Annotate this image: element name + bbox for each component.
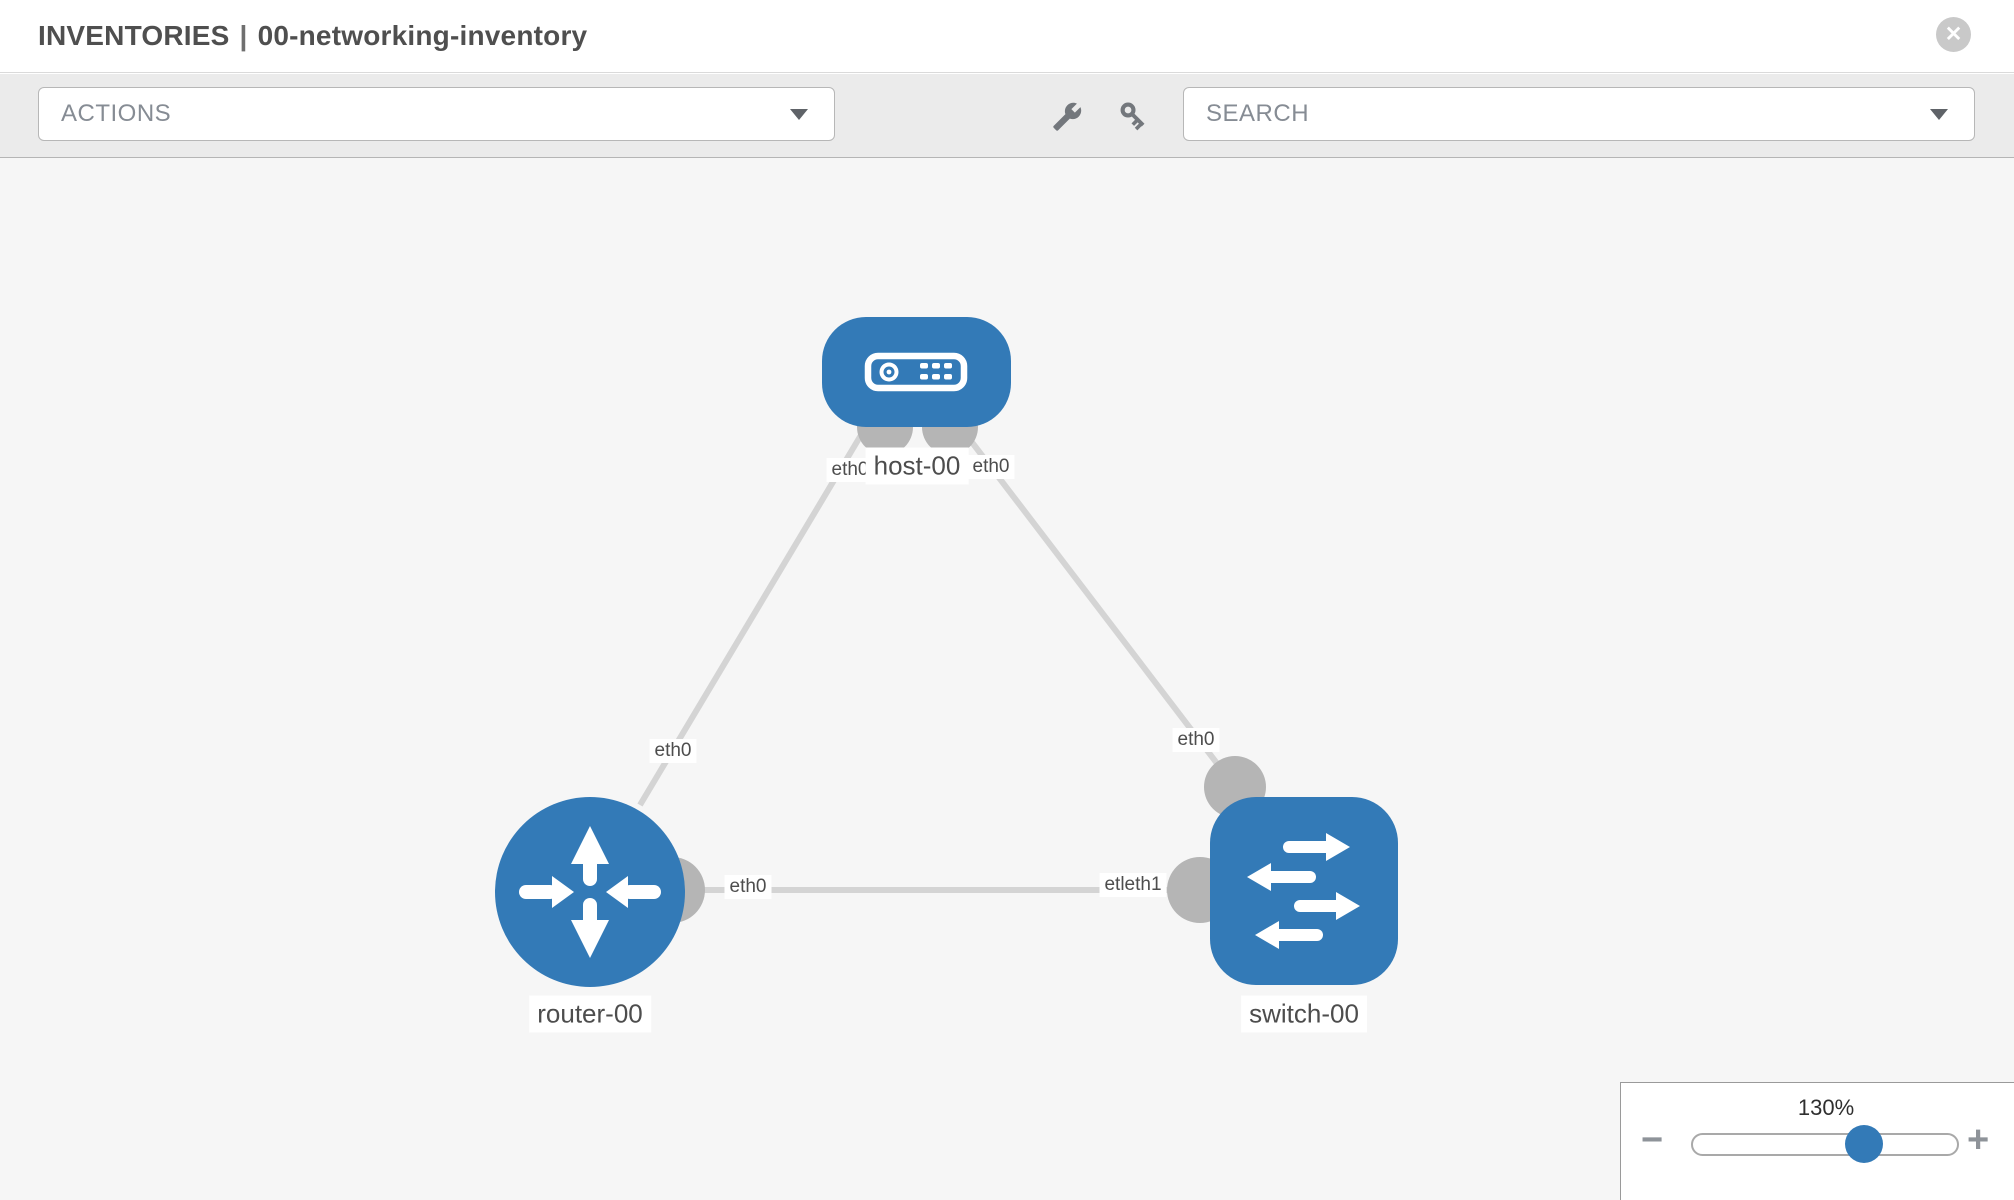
close-icon: ✕ [1944, 23, 1963, 46]
interface-label: eth0 [1172, 728, 1220, 752]
node-label-router: router-00 [529, 995, 651, 1033]
node-label-switch: switch-00 [1241, 995, 1367, 1033]
zoom-in-button[interactable]: + [1967, 1119, 1990, 1161]
zoom-widget: 130% − + [1620, 1082, 2014, 1200]
switch-icon [1247, 833, 1360, 949]
topology-graph [495, 317, 1398, 987]
header: INVENTORIES | 00-networking-inventory ✕ [0, 0, 2014, 73]
inventory-name: 00-networking-inventory [257, 20, 588, 51]
search-dropdown-label: SEARCH [1206, 100, 1310, 127]
breadcrumb-section: INVENTORIES [38, 20, 230, 51]
chevron-down-icon [1930, 109, 1948, 120]
node-router-00[interactable] [495, 797, 685, 987]
router-icon [519, 826, 661, 958]
search-dropdown[interactable]: SEARCH [1183, 87, 1975, 141]
server-icon [864, 352, 968, 392]
zoom-out-button[interactable]: − [1641, 1119, 1664, 1161]
interface-label: eth0 [967, 455, 1015, 479]
interface-label: etleth1 [1099, 873, 1167, 897]
breadcrumb-separator: | [239, 20, 248, 51]
node-host-00[interactable] [822, 317, 1011, 427]
chevron-down-icon [790, 109, 808, 120]
credentials-button[interactable] [1112, 95, 1156, 137]
actions-dropdown[interactable]: ACTIONS [38, 87, 835, 141]
close-button[interactable]: ✕ [1936, 17, 1971, 52]
zoom-slider-thumb[interactable] [1845, 1125, 1883, 1163]
page-title: INVENTORIES | 00-networking-inventory [38, 20, 587, 52]
node-switch-00[interactable] [1210, 797, 1398, 985]
topology-canvas[interactable]: eth0 eth0 eth0 eth0 eth0 etleth1 host-00… [0, 158, 2014, 1200]
key-icon [1120, 102, 1144, 130]
interface-label: eth0 [724, 875, 772, 899]
zoom-slider-track[interactable] [1691, 1133, 1959, 1156]
actions-dropdown-label: ACTIONS [61, 100, 172, 127]
link-host-switch[interactable] [952, 418, 1238, 789]
toolbar: ACTIONS SEARCH [0, 74, 2014, 158]
configure-button[interactable] [1045, 95, 1089, 137]
zoom-level: 130% [1797, 1095, 1855, 1120]
wrench-icon [1052, 102, 1081, 131]
node-label-host: host-00 [865, 447, 969, 485]
interface-label: eth0 [649, 739, 697, 763]
